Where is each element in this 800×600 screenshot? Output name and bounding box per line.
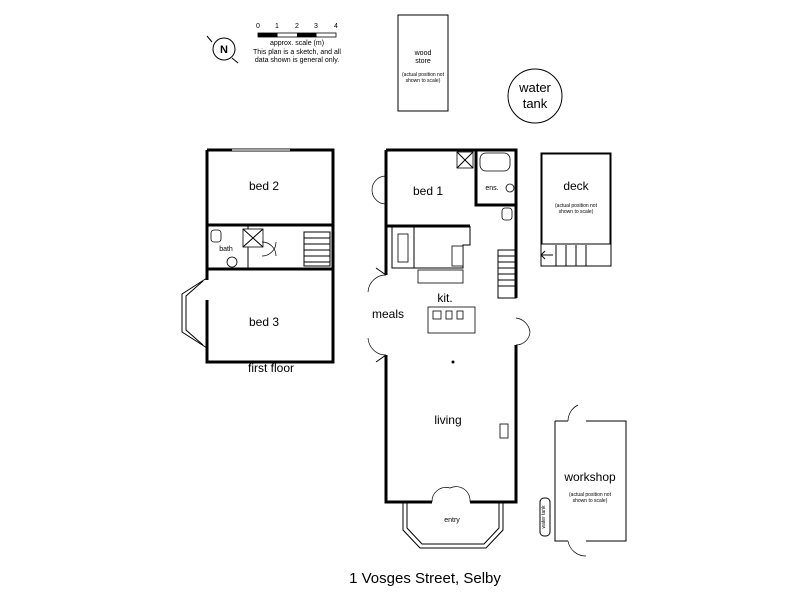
scale-note-1: This plan is a sketch, and all	[253, 49, 341, 56]
deck-label: deck	[563, 179, 589, 193]
wood-store-note-2: shown to scale)	[406, 78, 441, 84]
first-floor-plan: bed 2 bed 3 bath first floor	[181, 148, 335, 375]
north-compass-icon: N	[206, 35, 239, 64]
scale-tick: 4	[334, 23, 338, 30]
workshop-label: workshop	[563, 470, 616, 484]
workshop-note-1: (actual position not	[569, 492, 612, 498]
water-tank-label-1: water	[518, 80, 551, 95]
address-caption: 1 Vosges Street, Selby	[349, 570, 501, 587]
first-floor-label: first floor	[248, 361, 294, 375]
scale-tick: 2	[295, 23, 299, 30]
entry-label: entry	[444, 517, 460, 524]
water-tank-label-2: tank	[523, 96, 548, 111]
deck-note-1: (actual position not	[555, 203, 598, 209]
scale-note-2: data shown is general only.	[255, 57, 339, 64]
kitchen-label: kit.	[437, 291, 452, 305]
wood-store: wood store (actual position not shown to…	[397, 14, 449, 112]
scale-tick: 0	[256, 23, 260, 30]
workshop-note-2: shown to scale)	[573, 498, 608, 504]
deck-note-2: shown to scale)	[559, 209, 594, 215]
scale-tick: 3	[314, 23, 318, 30]
water-tank-side-label: water tank	[541, 505, 547, 529]
ensuite-label: ens.	[485, 185, 498, 192]
bath-label: bath	[219, 246, 233, 253]
ground-floor-plan: bed 1 ens. kit. meals living entry	[367, 148, 531, 549]
water-tank: water tank	[507, 68, 563, 124]
bed-2-label: bed 2	[249, 179, 279, 193]
wood-store-label-1: wood	[414, 50, 432, 57]
scale-caption: approx. scale (m)	[270, 40, 324, 47]
wood-store-label-2: store	[415, 58, 431, 65]
scale-bar: 0 1 2 3 4 approx. scale (m) This plan is…	[253, 23, 341, 64]
bed-1-label: bed 1	[413, 184, 443, 198]
deck: deck (actual position not shown to scale…	[540, 152, 612, 267]
scale-tick: 1	[275, 23, 279, 30]
bed-3-label: bed 3	[249, 315, 279, 329]
workshop: workshop (actual position not shown to s…	[539, 404, 627, 557]
compass-letter: N	[220, 44, 228, 56]
living-label: living	[434, 413, 461, 427]
meals-label: meals	[372, 307, 404, 321]
wood-store-note-1: (actual position not	[402, 72, 445, 78]
